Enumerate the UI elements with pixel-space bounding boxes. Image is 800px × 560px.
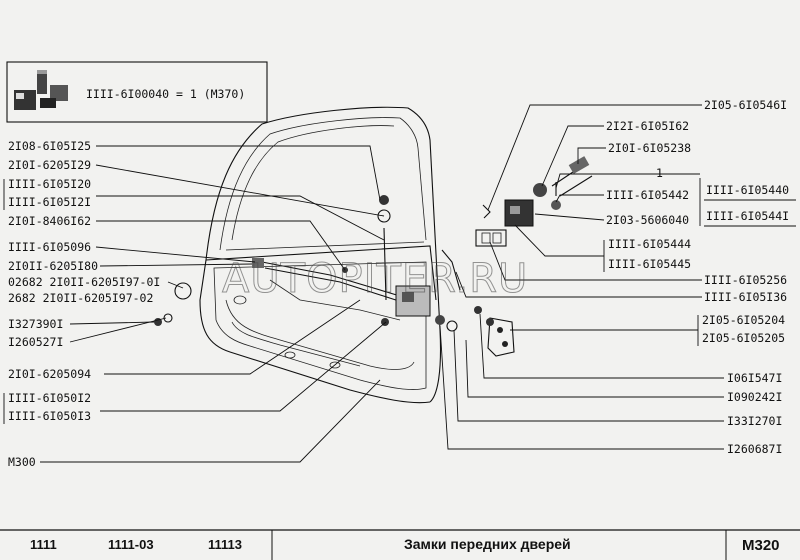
label-21011-6205197-02: 2682 2I0II-6205I97-02 [8,291,153,305]
watermark: AUTOPITER.RU [222,256,528,302]
footer-model-1111-03: 1111-03 [108,537,154,552]
right-leaders [439,104,724,450]
right-labels: 2I05-6I0546I 2I2I-6I05I62 2I0I-6I05238 1… [603,98,796,456]
footer-model-11113: 11113 [208,537,242,552]
striker-and-cylinder [475,156,593,357]
label-2101-8406162: 2I0I-8406I62 [8,214,91,228]
left-labels: 2I08-6I05I25 2I0I-6205I29 IIII-6I05I20 I… [3,139,160,469]
label-10902421: I090242I [727,390,782,404]
label-12606871: I260687I [727,442,782,456]
label-1111-6105440: IIII-6I05440 [706,183,789,197]
label-2121-6105162: 2I2I-6I05I62 [606,119,689,133]
label-1111-6105121: IIII-6I05I2I [8,195,91,209]
footer: 1111 1111-03 11113 Замки передних дверей… [0,529,800,560]
label-1111-6105096: IIII-6I05096 [8,240,91,254]
label-1111-6105136: IIII-6I05I36 [704,290,787,304]
label-2105-6105205: 2I05-6I05205 [702,331,785,345]
label-1111-6105012: IIII-6I050I2 [8,391,91,405]
kit-parts-icon [14,70,68,110]
door-drawing [154,106,482,404]
label-1111-6105444: IIII-6I05444 [608,237,691,251]
label-12605271: I260527I [8,335,63,349]
label-1111-6105256: IIII-6I05256 [704,273,787,287]
kit-label: IIII-6I00040 = 1 (M370) [86,87,245,101]
label-2103-5606040: 2I03-5606040 [606,213,689,227]
footer-page: M320 [742,537,780,554]
left-leaders [40,145,387,463]
label-2101-6205129: 2I0I-6205I29 [8,158,91,172]
label-13312701: I33I270I [727,414,782,428]
label-1111-6105442: IIII-6I05442 [606,188,689,202]
label-1111-6105120: IIII-6I05I20 [8,177,91,191]
label-m300: M300 [8,455,36,469]
label-21011-6205197-01: 02682 2I0II-6205I97-0I [8,275,160,289]
label-13273901: I327390I [8,317,63,331]
label-1111-6105441: IIII-6I0544I [706,209,789,223]
label-2105-6105461: 2I05-6I0546I [704,98,787,112]
label-2101-6205094: 2I0I-6205094 [8,367,91,381]
label-2105-6105204: 2I05-6I05204 [702,313,785,327]
label-2101-6105238: 2I0I-6I05238 [608,141,691,155]
label-2108-6105125: 2I08-6I05I25 [8,139,91,153]
label-1: 1 [656,166,663,180]
label-1111-6105445: IIII-6I05445 [608,257,691,271]
label-21011-6205180: 2I0II-6205I80 [8,259,98,273]
footer-model-1111: 1111 [30,537,57,552]
label-1111-6105013: IIII-6I050I3 [8,409,91,423]
kit-box: IIII-6I00040 = 1 (M370) [6,61,268,123]
label-10615471: I06I547I [727,371,782,385]
footer-title: Замки передних дверей [404,536,571,552]
